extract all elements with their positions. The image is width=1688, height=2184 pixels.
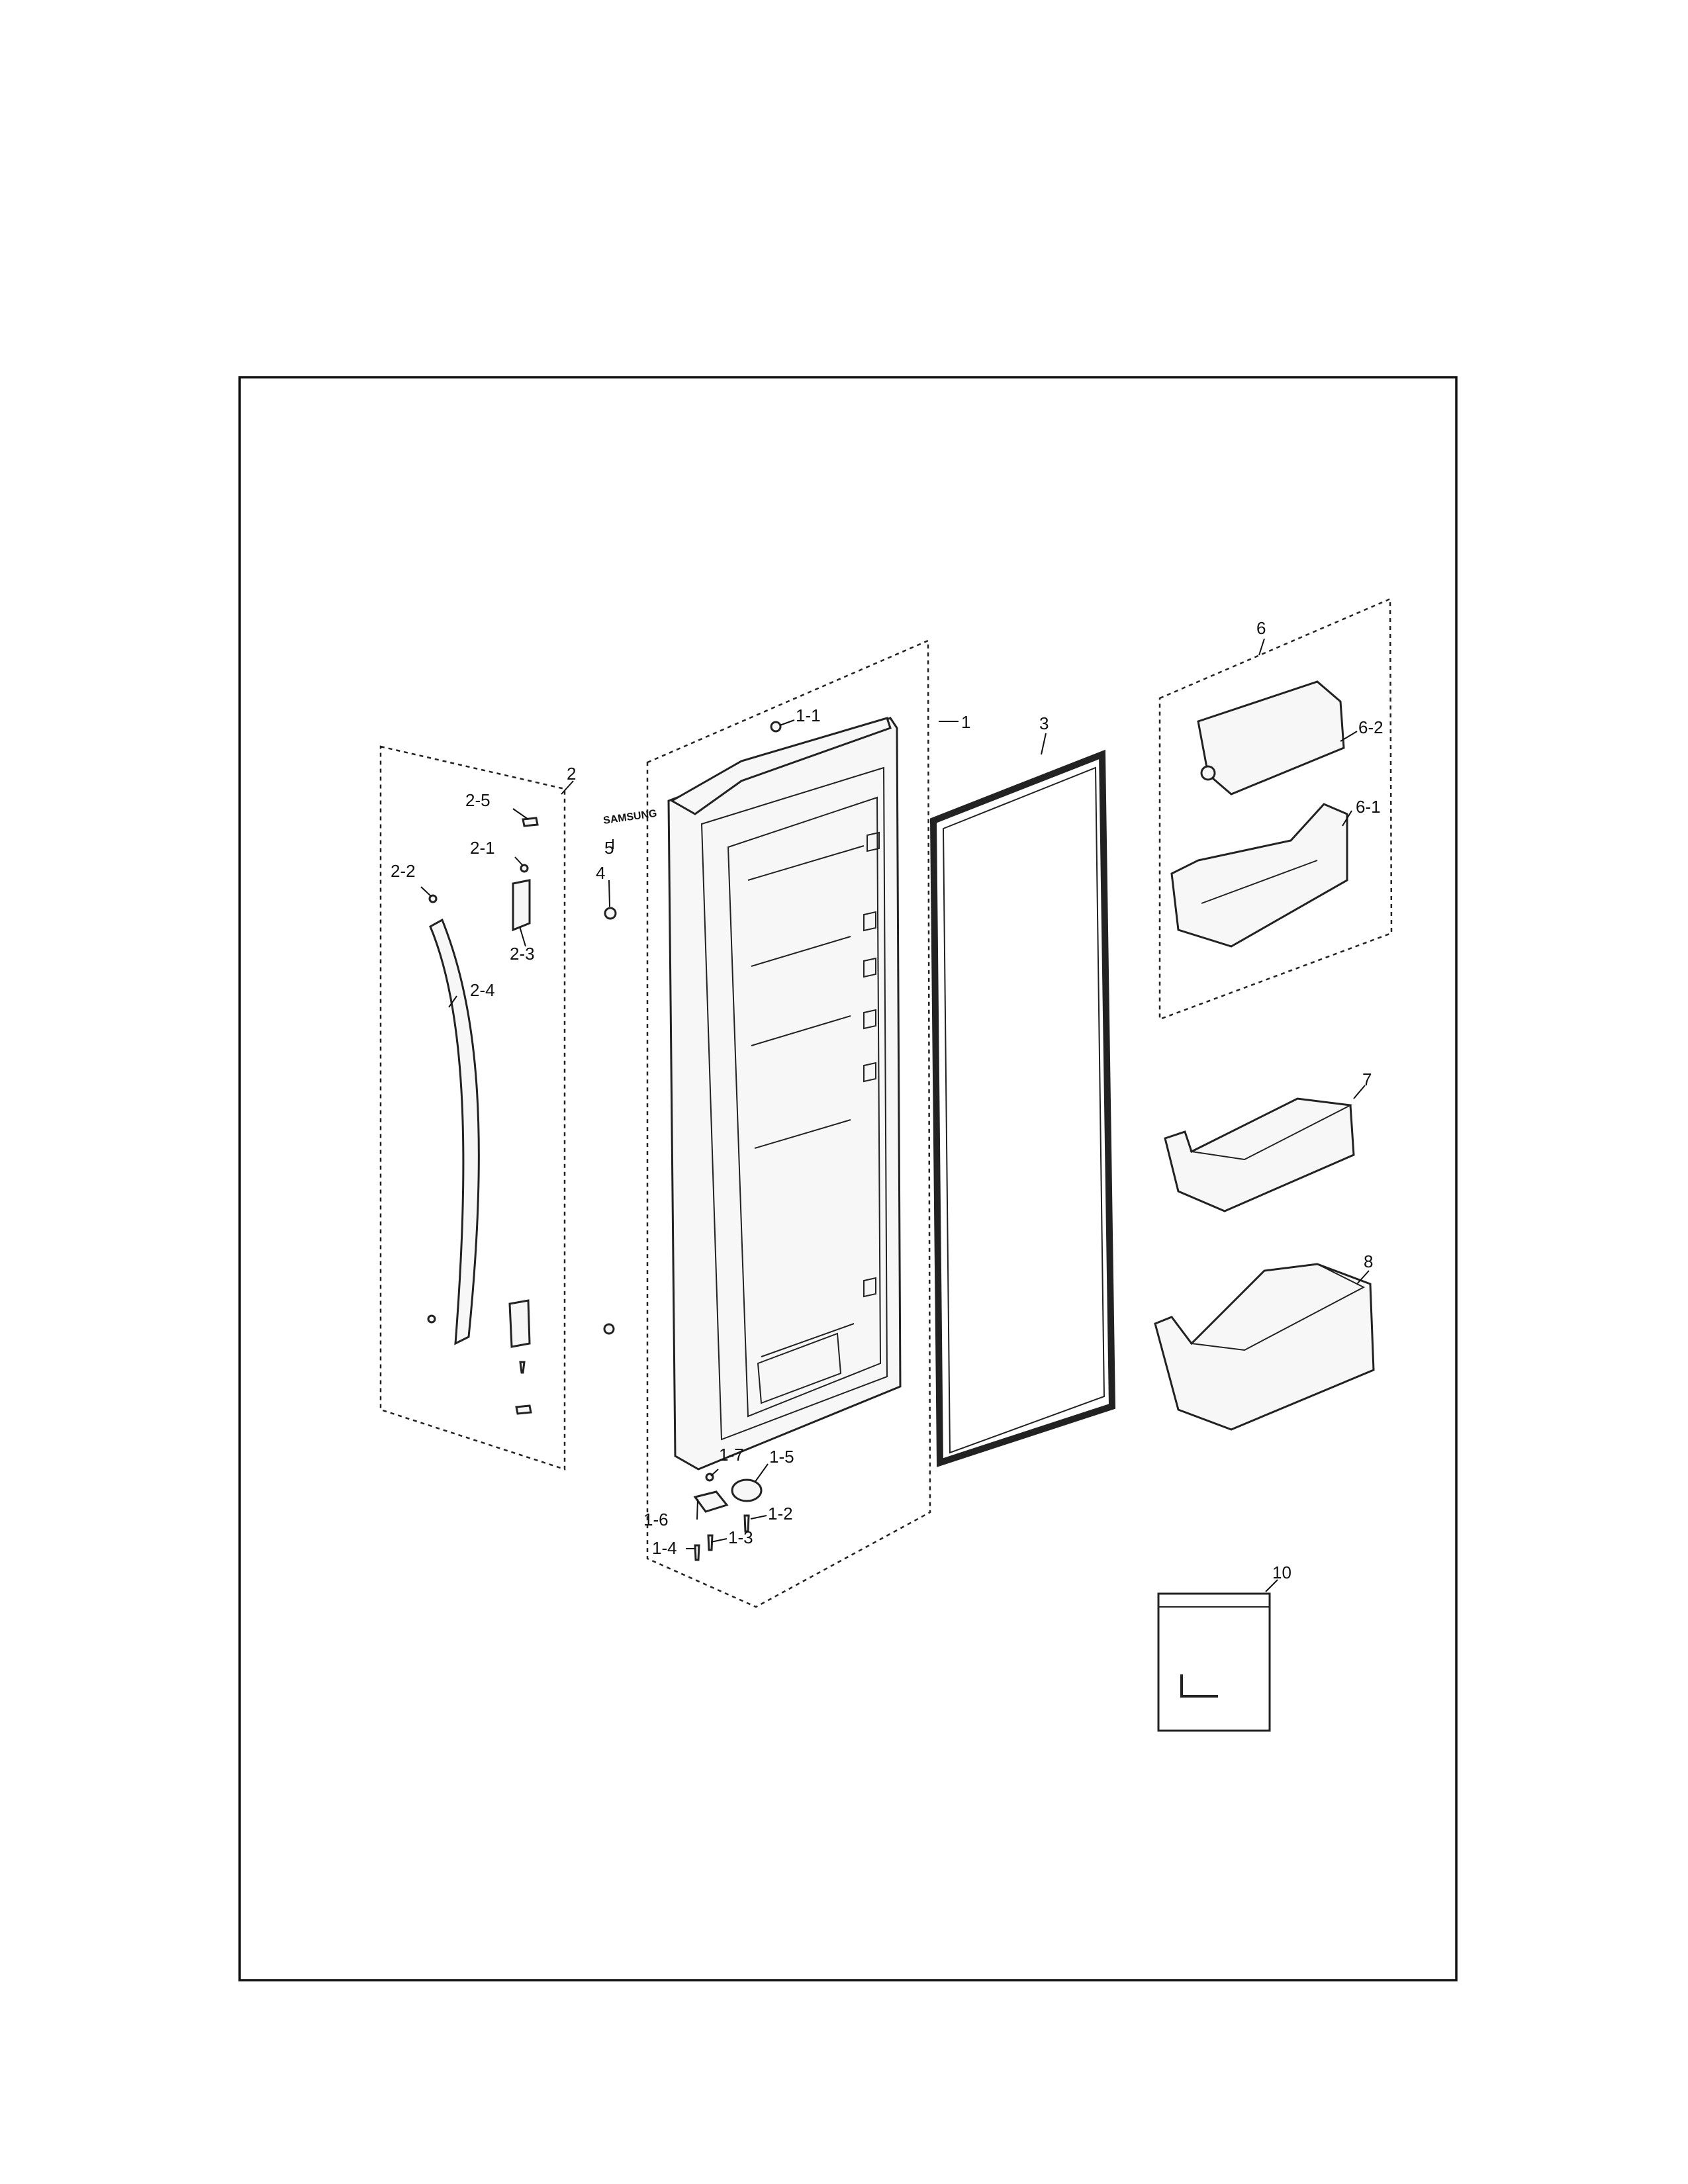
hinge-plate-1-6 <box>693 1490 729 1513</box>
door-liner-inner <box>727 796 882 1418</box>
callout-2-3: 2-3 <box>510 944 535 964</box>
screw-4-lower <box>603 1323 615 1335</box>
callout-5: 5 <box>604 838 614 858</box>
dairy-assembly-group <box>1158 598 1393 1021</box>
handle-clip-2-5 <box>522 817 539 827</box>
callout-6: 6 <box>1256 618 1266 638</box>
callout-1-2: 1-2 <box>768 1504 793 1524</box>
shelf-rail-3 <box>751 1015 851 1046</box>
handle-cap-top <box>512 879 531 932</box>
door-group-boundary <box>646 639 931 1608</box>
dairy-case-rail <box>1201 860 1318 904</box>
callout-3: 3 <box>1039 713 1049 733</box>
handle-cap-bottom <box>508 1299 531 1348</box>
hinge-bushing-1-5 <box>731 1479 763 1502</box>
screw-4 <box>604 907 617 920</box>
shelf-rail-5 <box>761 1323 855 1357</box>
refrigerator-door <box>667 717 902 1471</box>
door-bin-7-rim <box>1189 1097 1353 1161</box>
dairy-case <box>1170 803 1348 948</box>
door-assembly-group <box>646 639 931 1608</box>
door-gasket <box>929 749 1116 1467</box>
diagram-frame <box>238 376 1458 1981</box>
door-top-cap <box>669 717 892 815</box>
callout-1-6: 1-6 <box>643 1510 669 1529</box>
callout-1: 1 <box>961 712 970 732</box>
callout-1-3: 1-3 <box>728 1527 753 1547</box>
shelf-rail-1 <box>747 845 865 881</box>
callout-6-2: 6-2 <box>1358 717 1383 737</box>
callout-6-1: 6-1 <box>1356 797 1381 817</box>
bin-bracket-2 <box>863 911 876 932</box>
samsung-badge: SAMSUNG <box>602 808 657 827</box>
callout-1-4: 1-4 <box>652 1538 677 1558</box>
shelf-rail-4 <box>754 1119 851 1149</box>
handle-group-boundary <box>379 745 566 1471</box>
handle-clip-lower <box>515 1404 532 1415</box>
door-lower-pocket <box>757 1332 842 1404</box>
callout-2-4: 2-4 <box>470 980 495 1000</box>
handle-screw-2-1 <box>520 864 529 873</box>
callout-1-5: 1-5 <box>769 1447 794 1467</box>
callout-2-1: 2-1 <box>470 838 495 858</box>
dairy-group-boundary <box>1158 598 1393 1021</box>
bin-bracket-4 <box>863 1009 876 1030</box>
hinge-screw-1-2 <box>743 1514 750 1533</box>
callout-7: 7 <box>1362 1069 1372 1089</box>
door-liner <box>700 766 888 1441</box>
callout-2-2: 2-2 <box>391 861 416 881</box>
callout-1-7: 1-7 <box>719 1445 744 1465</box>
door-bin-8-rim <box>1190 1263 1366 1351</box>
hinge-screw-1-4 <box>694 1544 700 1561</box>
handle-pin-lower <box>427 1314 436 1324</box>
callout-2-5: 2-5 <box>465 790 491 810</box>
callout-4: 4 <box>596 863 605 883</box>
door-cap-1-1 <box>770 721 782 733</box>
bin-bracket-6 <box>863 1277 876 1298</box>
leader-lines <box>420 638 1370 1592</box>
bin-bracket-3 <box>863 957 876 978</box>
door-bin-8 <box>1154 1263 1375 1431</box>
door-bin-7 <box>1164 1097 1355 1212</box>
hinge-screw-1-3 <box>707 1534 714 1551</box>
bin-bracket-5 <box>863 1062 876 1083</box>
handle-assembly-group <box>379 745 566 1471</box>
l-wrench-icon <box>1180 1674 1218 1698</box>
callout-2: 2 <box>567 764 576 784</box>
manual-bag <box>1157 1592 1271 1732</box>
bin-bracket-1 <box>867 831 880 852</box>
handle-screw-lower <box>519 1361 526 1374</box>
door-handle <box>429 918 480 1345</box>
shelf-rail-2 <box>751 936 851 967</box>
callout-10: 10 <box>1272 1563 1291 1582</box>
dairy-cover <box>1197 680 1345 796</box>
callout-8: 8 <box>1364 1251 1373 1271</box>
dairy-cover-hinge <box>1200 765 1216 781</box>
callout-1-1: 1-1 <box>796 705 821 725</box>
